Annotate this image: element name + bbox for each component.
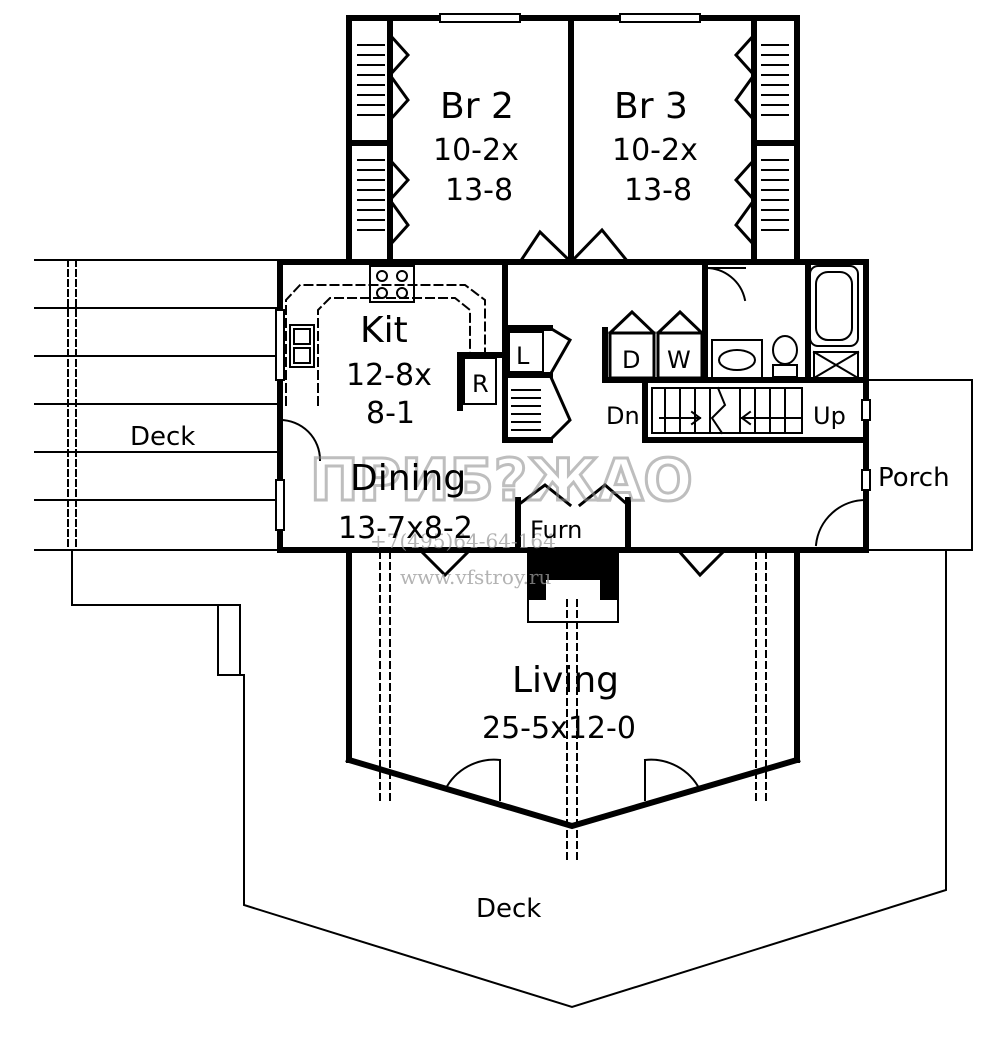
watermark-phone: +7(495)64-64-164 — [370, 529, 556, 553]
living-dim: 25-5x12-0 — [482, 711, 636, 746]
deck-bottom-outline — [71, 549, 947, 1009]
deck-bottom-label: Deck — [476, 894, 541, 924]
closet-doors — [387, 32, 757, 248]
dining-name: Dining — [350, 458, 466, 499]
bath-fixtures — [703, 265, 860, 380]
kit-name: Kit — [360, 310, 408, 351]
porch-label: Porch — [878, 463, 950, 493]
dining-dim: 13-7x8-2 — [338, 511, 473, 546]
kit-dim2: 8-1 — [366, 396, 415, 431]
kit-dim1: 12-8x — [346, 358, 432, 393]
furnace-label: Furn — [530, 516, 582, 544]
stairs-up-label: Up — [813, 402, 846, 430]
fireplace — [527, 551, 619, 623]
br3-dim1: 10-2x — [612, 133, 698, 168]
washer-label: W — [667, 346, 691, 374]
living-walls — [345, 547, 801, 830]
range — [369, 265, 415, 303]
refrigerator-label: R — [472, 370, 489, 398]
stairs-down-label: Dn — [606, 402, 640, 430]
watermark: ПРИБ?ЖАО +7(495)64-64-164 www.vfstroy.ru — [309, 445, 695, 590]
br3-dim2: 13-8 — [624, 173, 692, 208]
dryer-label: D — [622, 346, 640, 374]
kitchen-counter — [285, 284, 486, 406]
deck-left-boards — [34, 259, 281, 551]
living-name: Living — [512, 660, 619, 701]
watermark-brand: ПРИБ?ЖАО — [310, 446, 693, 514]
br2-dim2: 13-8 — [445, 173, 513, 208]
washer-dryer — [607, 309, 705, 380]
deck-left-label: Deck — [130, 422, 195, 452]
br2-dim1: 10-2x — [433, 133, 519, 168]
br2-name: Br 2 — [440, 86, 514, 127]
closet-hatching — [357, 44, 789, 231]
sink — [289, 324, 315, 368]
stairs — [651, 386, 803, 435]
bedroom-walls — [346, 15, 800, 265]
laundry-label: L — [516, 342, 530, 370]
br3-name: Br 3 — [614, 86, 688, 127]
watermark-site: www.vfstroy.ru — [400, 565, 552, 589]
